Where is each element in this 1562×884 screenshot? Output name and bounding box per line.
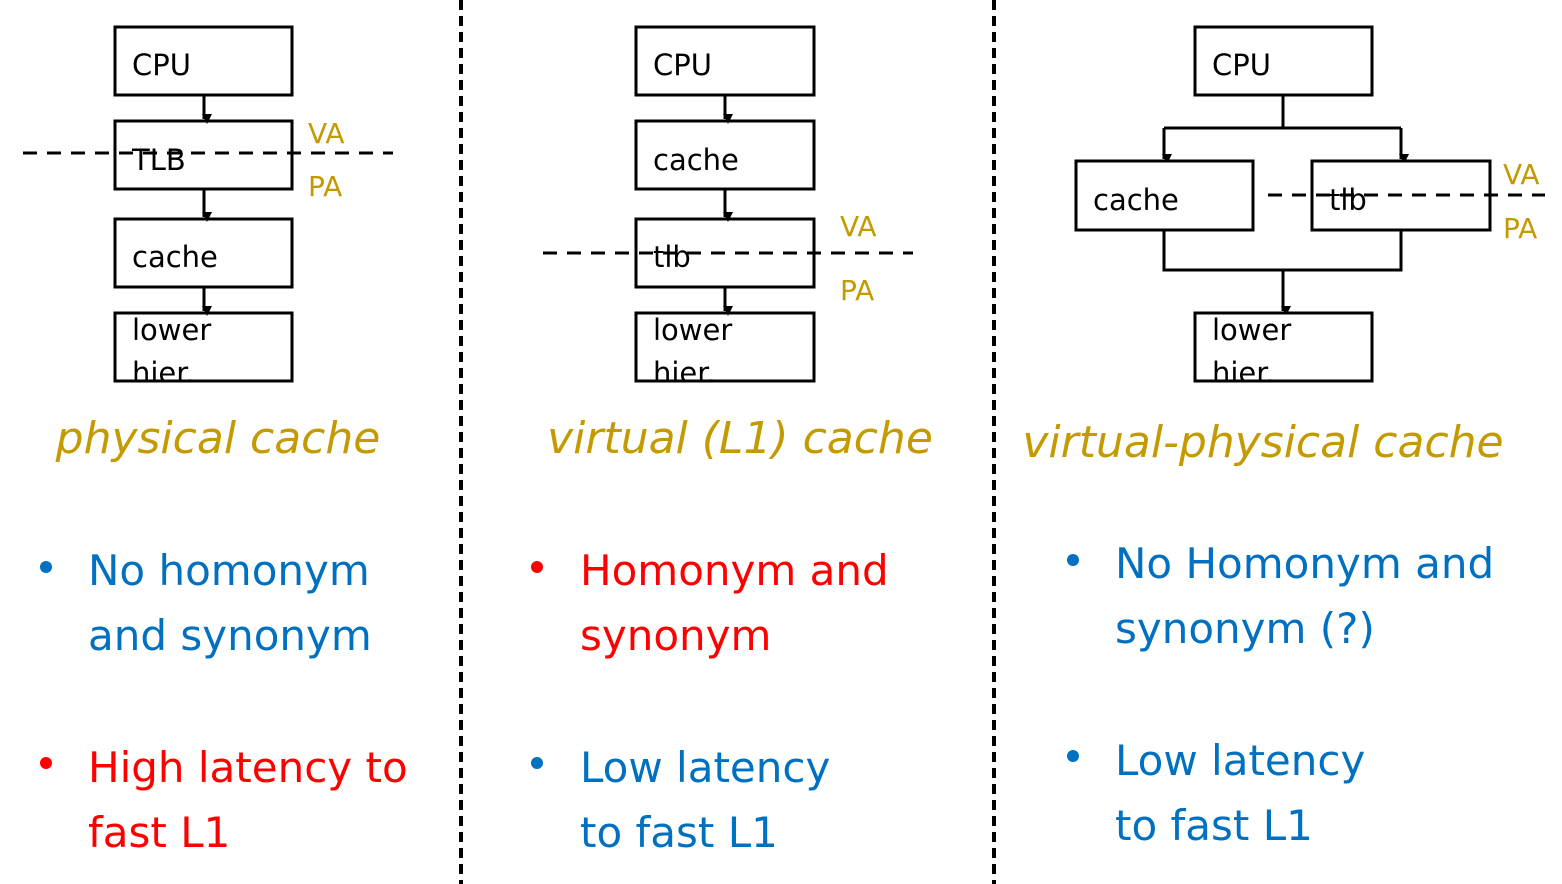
bullet-text: synonym	[580, 611, 771, 660]
bullet-text: No homonym	[88, 546, 370, 595]
cpu-box	[1193, 25, 1374, 97]
bullet-icon	[40, 757, 52, 769]
va-label: VA	[1503, 158, 1540, 191]
cpu-label: CPU	[1212, 48, 1271, 82]
panel-virtual-cache: CPU cache tlb lower hier. VA PA virtual …	[531, 25, 933, 857]
bullet-text: fast L1	[88, 808, 230, 857]
va-label: VA	[308, 117, 345, 150]
cache-label: cache	[653, 143, 739, 177]
bullet-icon	[1067, 554, 1079, 566]
cache-box	[634, 119, 816, 191]
panel-physical-cache: CPU TLB cache lower hier. VA PA physical…	[23, 25, 408, 857]
pa-label: PA	[840, 274, 874, 307]
bullet-text: Homonym and	[580, 546, 889, 595]
tlb-label: tlb	[653, 240, 691, 274]
pa-label: PA	[308, 170, 342, 203]
hier-label: hier.	[653, 356, 716, 390]
bullet-text: to fast L1	[1115, 801, 1313, 850]
bullet-icon	[531, 561, 543, 573]
bullet-text: synonym (?)	[1115, 604, 1375, 653]
cache-box	[1074, 159, 1255, 232]
panel-title: virtual-physical cache	[1022, 417, 1503, 468]
lower-label: lower	[132, 313, 211, 347]
bullet-text: to fast L1	[580, 808, 778, 857]
va-label: VA	[840, 210, 877, 243]
bullet-icon	[1067, 750, 1079, 762]
bullet-text: and synonym	[88, 611, 372, 660]
bullet-text: High latency to	[88, 743, 408, 792]
hier-label: hier.	[1212, 356, 1275, 390]
tlb-label: TLB	[131, 143, 186, 177]
lower-label: lower	[653, 313, 732, 347]
bullet-text: Low latency	[580, 743, 830, 792]
lower-hier-box	[1193, 311, 1374, 383]
lower-hier-box	[113, 311, 294, 383]
cache-box	[113, 217, 294, 289]
cpu-label: CPU	[653, 48, 712, 82]
cpu-box	[113, 25, 294, 97]
bullet-icon	[531, 757, 543, 769]
lower-hier-box	[634, 311, 816, 383]
panel-title: physical cache	[55, 413, 381, 464]
pa-label: PA	[1503, 212, 1537, 245]
connector	[1162, 230, 1403, 272]
tlb-label: tlb	[1329, 183, 1367, 217]
bullet-text: Low latency	[1115, 736, 1365, 785]
cpu-box	[634, 25, 816, 97]
cache-label: cache	[1093, 183, 1179, 217]
hier-label: hier.	[132, 356, 195, 390]
bullet-icon	[40, 561, 52, 573]
cpu-label: CPU	[132, 48, 191, 82]
cache-label: cache	[132, 240, 218, 274]
panel-virtual-physical-cache: CPU cache tlb lower hier. VA PA virtual-…	[1022, 25, 1545, 850]
panel-title: virtual (L1) cache	[547, 413, 933, 464]
bullet-text: No Homonym and	[1115, 539, 1494, 588]
lower-label: lower	[1212, 313, 1291, 347]
